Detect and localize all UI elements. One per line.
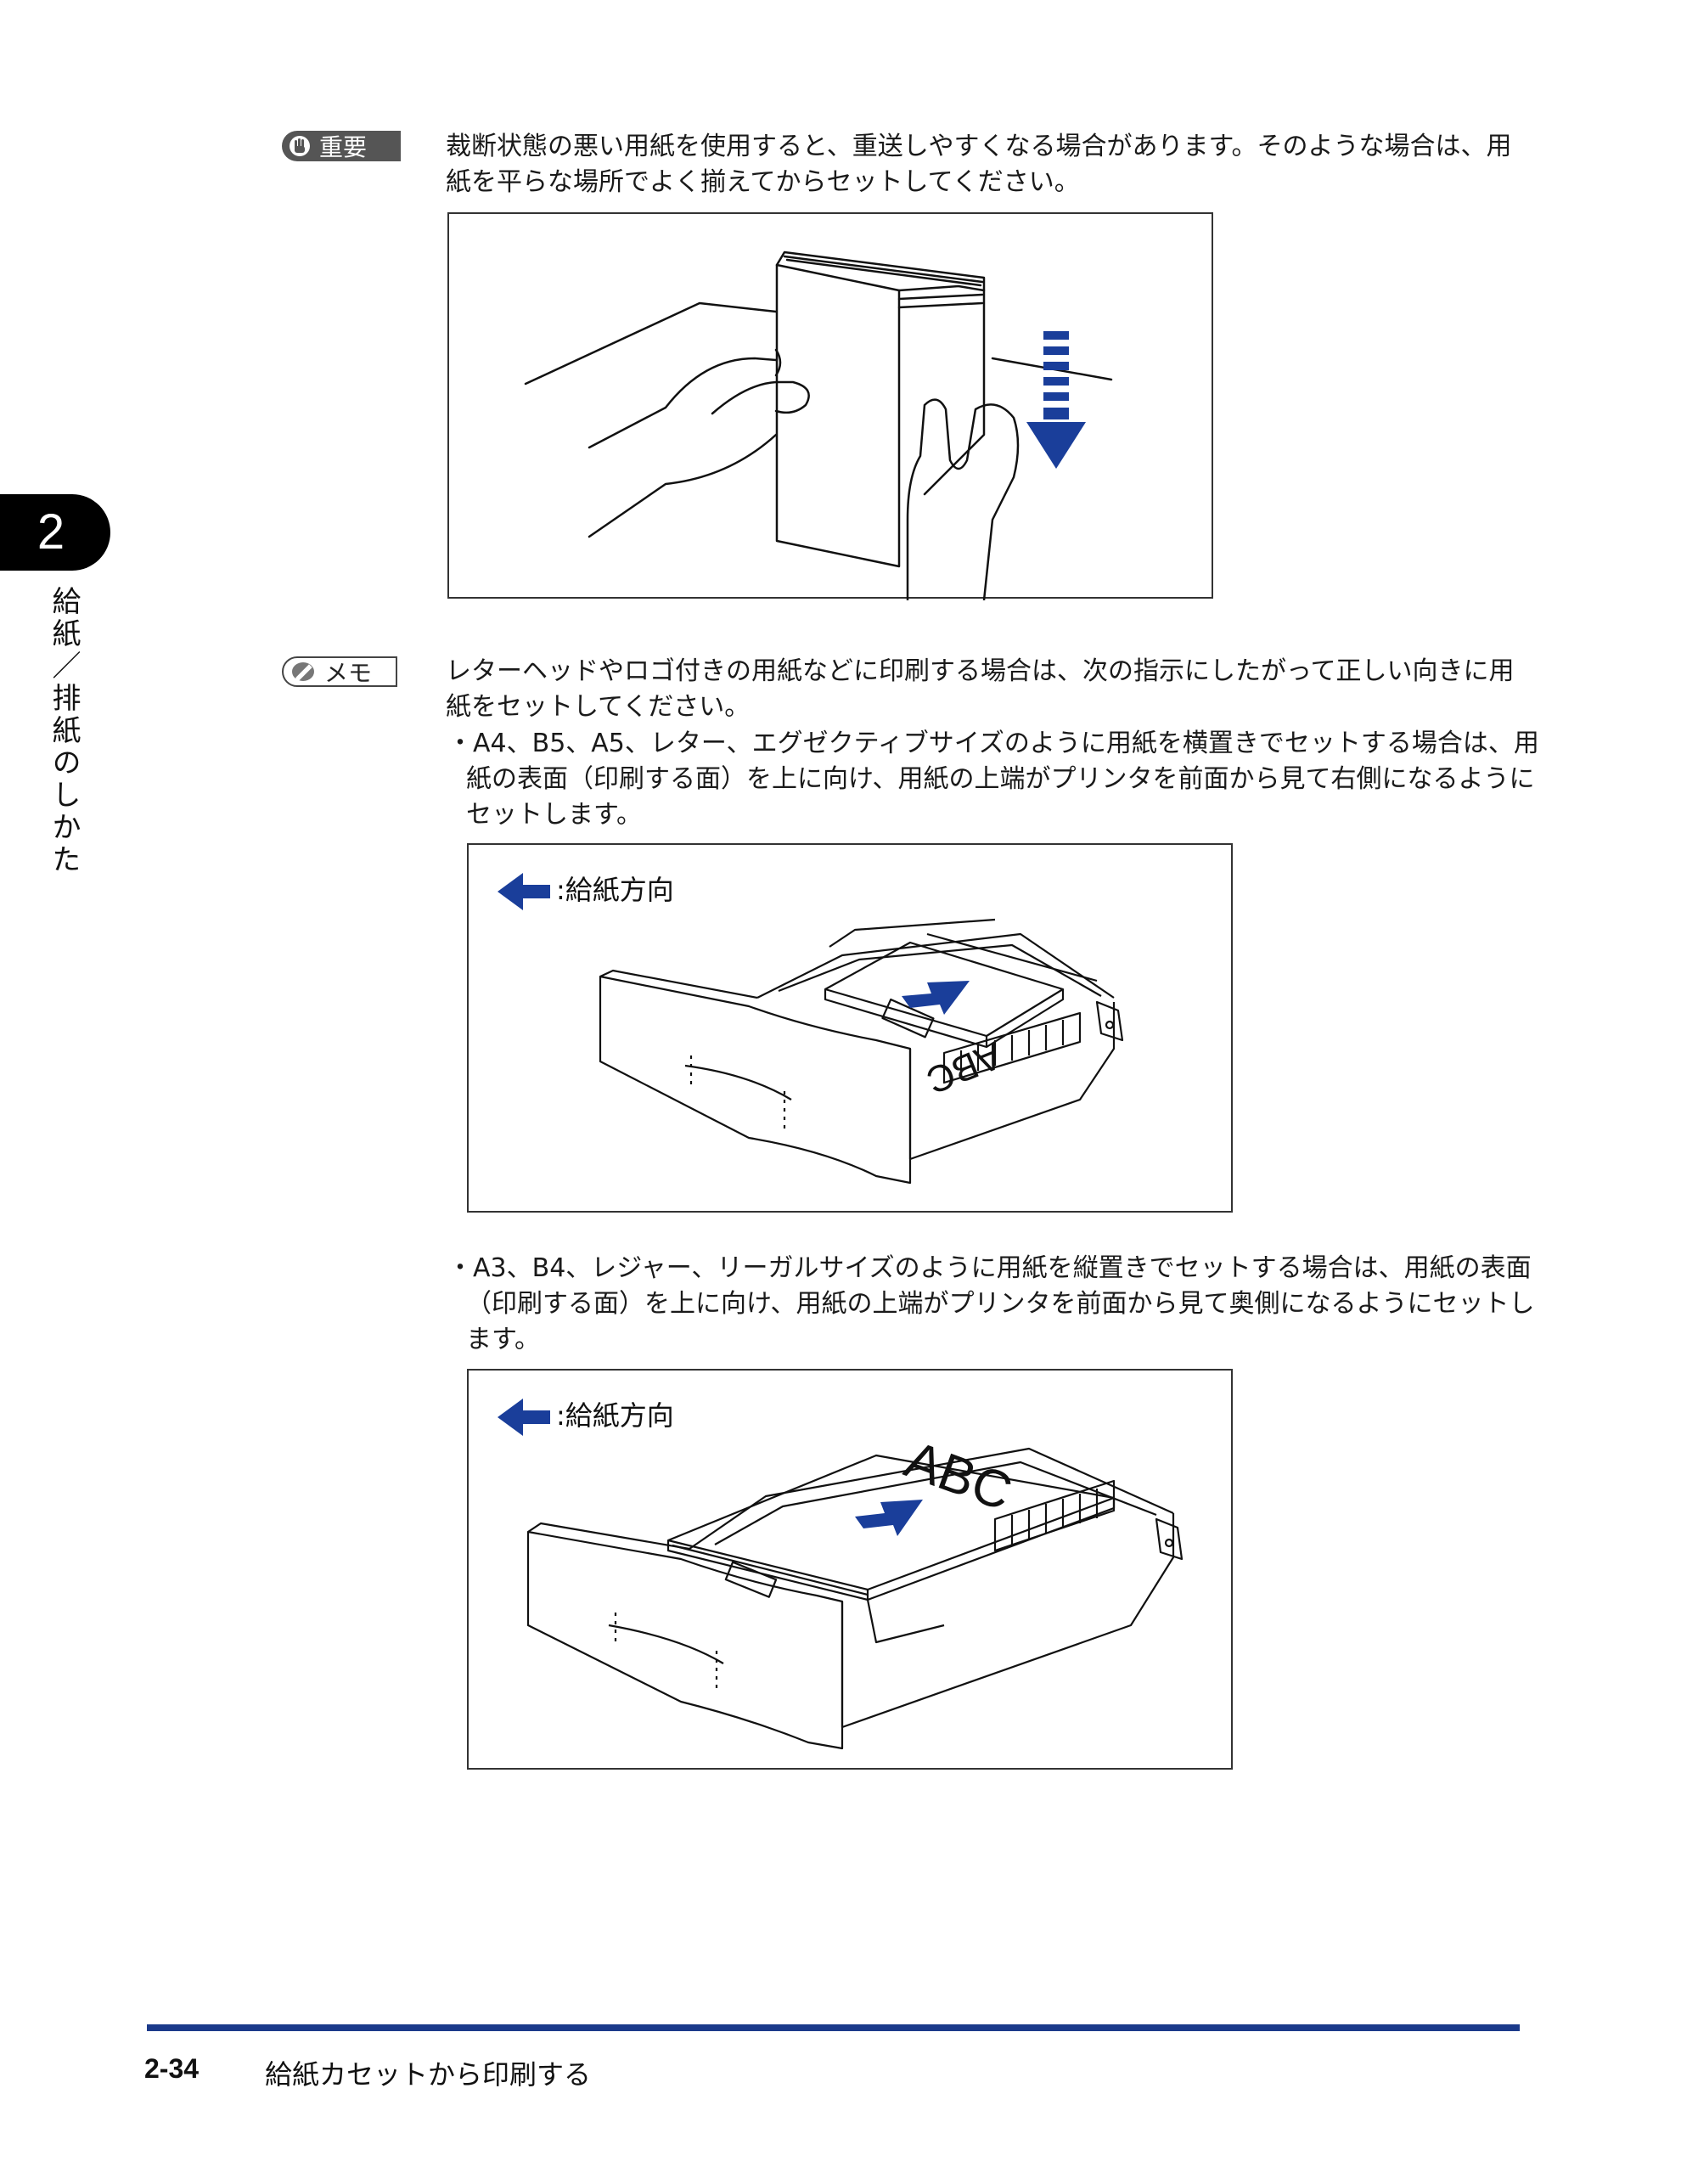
cassette-portrait-illustration: ABC: [498, 1399, 1184, 1750]
figure-landscape-loading: ABC :給紙方向: [467, 843, 1233, 1213]
important-text: 裁断状態の悪い用紙を使用すると、重送しやすくなる場合があります。そのような場合は…: [446, 132, 1512, 197]
cassette-landscape-illustration: ABC: [498, 873, 1124, 1185]
important-badge: 重要: [282, 131, 401, 161]
footer-rule: [147, 2024, 1520, 2031]
paper-abc-text: ABC: [920, 1034, 1007, 1101]
chapter-title: 給紙／排紙のしかた: [47, 586, 81, 876]
footer-section-title: 給紙カセットから印刷する: [265, 2058, 592, 2091]
memo-bullet-portrait: ・A3、B4、レジャー、リーガルサイズのように用紙を縦置きでセットする場合は、用…: [447, 1253, 1535, 1354]
memo-text: レターヘッドやロゴ付きの用紙などに印刷する場合は、次の指示にしたがって正しい向き…: [446, 656, 1515, 722]
figure-align-paper: [447, 212, 1213, 600]
pencil-icon: [292, 662, 314, 682]
chapter-tab: [0, 494, 110, 571]
important-badge-label: 重要: [319, 133, 368, 161]
memo-badge: メモ: [282, 656, 397, 687]
memo-badge-label: メモ: [324, 659, 373, 687]
memo-bullet-landscape: ・A4、B5、A5、レター、エグゼクティブサイズのように用紙を横置きでセットする…: [447, 729, 1539, 830]
feed-direction-arrow-icon: [498, 873, 550, 910]
chapter-number: 2: [37, 504, 65, 560]
page-number: 2-34: [144, 2053, 200, 2084]
figure-portrait-loading: ABC :給紙方向: [467, 1369, 1233, 1770]
feed-direction-label: :給紙方向: [556, 1399, 674, 1432]
paper-align-illustration: [524, 250, 1113, 600]
feed-direction-label: :給紙方向: [556, 874, 674, 906]
hand-stop-icon: [290, 136, 310, 156]
feed-direction-arrow-icon: [498, 1399, 550, 1436]
